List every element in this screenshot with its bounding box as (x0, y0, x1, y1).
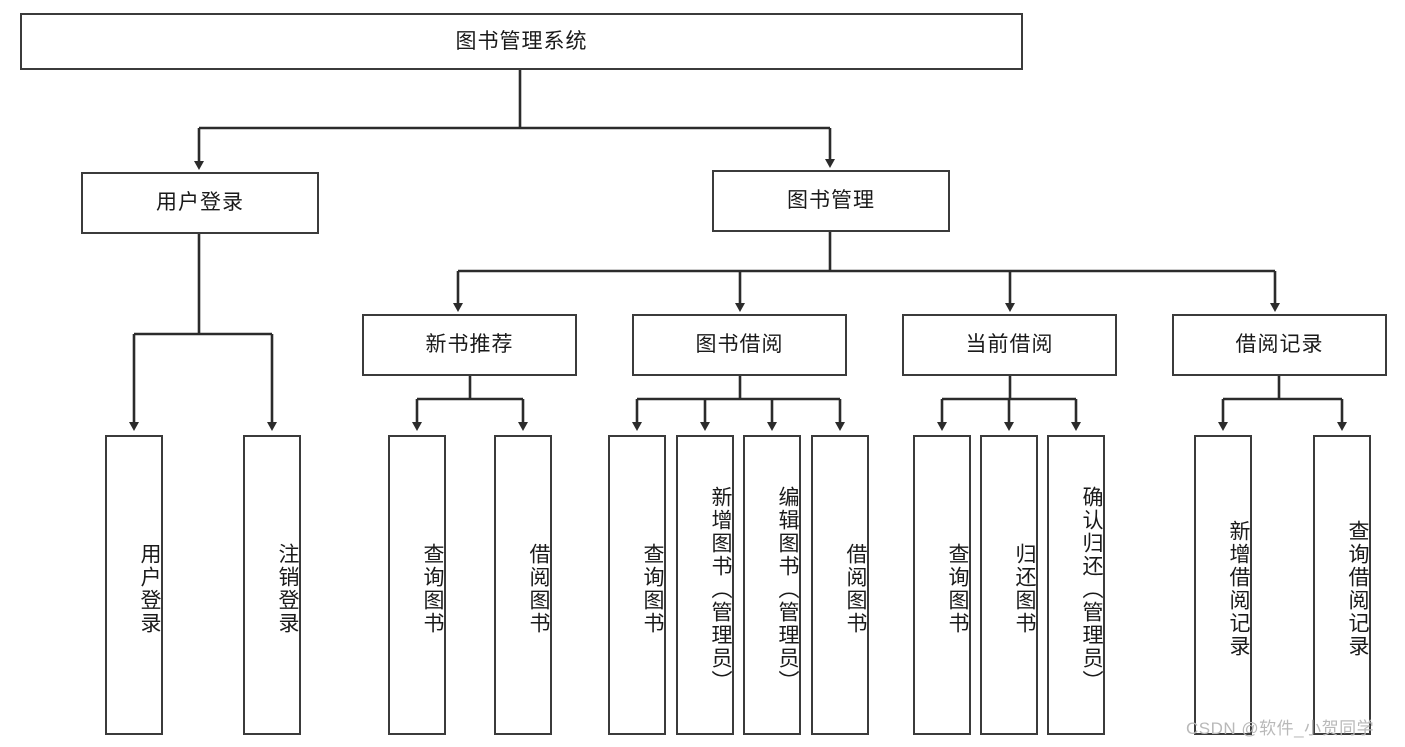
csdn-watermark: CSDN @软件_小贺同学 (1186, 719, 1375, 738)
leaf-user-logout-label: 注销登录 (276, 543, 299, 635)
node-user-login-label: 用户登录 (156, 191, 244, 215)
leaf-user-logout[interactable]: 注销登录 (243, 435, 301, 735)
leaf-record-add-record[interactable]: 新增借阅记录 (1194, 435, 1252, 735)
node-borrow-record-label: 借阅记录 (1235, 333, 1324, 357)
node-book-borrow[interactable]: 图书借阅 (632, 314, 847, 376)
leaf-user-login-label: 用户登录 (138, 543, 161, 635)
node-book-borrow-label: 图书借阅 (695, 333, 784, 357)
leaf-record-add-record-label: 新增借阅记录 (1227, 520, 1250, 658)
leaf-borrow-edit-book[interactable]: 编辑图书（管理员） (743, 435, 801, 735)
leaf-borrow-query-book[interactable]: 查询图书 (608, 435, 666, 735)
leaf-record-query-record-label: 查询借阅记录 (1346, 520, 1369, 658)
leaf-current-return-book[interactable]: 归还图书 (980, 435, 1038, 735)
node-user-login[interactable]: 用户登录 (81, 172, 319, 234)
leaf-newbook-borrow-book-label: 借阅图书 (527, 543, 550, 635)
leaf-borrow-query-book-label: 查询图书 (641, 543, 664, 635)
leaf-newbook-query-book-label: 查询图书 (421, 543, 444, 635)
leaf-borrow-borrow-book[interactable]: 借阅图书 (811, 435, 869, 735)
leaf-borrow-edit-book-label: 编辑图书（管理员） (776, 485, 799, 693)
node-current-borrow[interactable]: 当前借阅 (902, 314, 1117, 376)
node-new-book-recommend[interactable]: 新书推荐 (362, 314, 577, 376)
leaf-newbook-borrow-book[interactable]: 借阅图书 (494, 435, 552, 735)
node-book-management[interactable]: 图书管理 (712, 170, 950, 232)
leaf-current-return-book-label: 归还图书 (1013, 543, 1036, 635)
leaf-user-login[interactable]: 用户登录 (105, 435, 163, 735)
leaf-current-query-book[interactable]: 查询图书 (913, 435, 971, 735)
leaf-record-query-record[interactable]: 查询借阅记录 (1313, 435, 1371, 735)
leaf-borrow-add-book[interactable]: 新增图书（管理员） (676, 435, 734, 735)
node-root[interactable]: 图书管理系统 (20, 13, 1023, 70)
leaf-current-confirm-return[interactable]: 确认归还（管理员） (1047, 435, 1105, 735)
leaf-current-confirm-return-label: 确认归还（管理员） (1080, 485, 1103, 693)
leaf-newbook-query-book[interactable]: 查询图书 (388, 435, 446, 735)
leaf-borrow-borrow-book-label: 借阅图书 (844, 543, 867, 635)
node-borrow-record[interactable]: 借阅记录 (1172, 314, 1387, 376)
node-book-management-label: 图书管理 (787, 189, 875, 213)
node-current-borrow-label: 当前借阅 (965, 333, 1054, 357)
leaf-borrow-add-book-label: 新增图书（管理员） (709, 485, 732, 693)
leaf-current-query-book-label: 查询图书 (946, 543, 969, 635)
node-new-book-recommend-label: 新书推荐 (425, 333, 514, 357)
node-root-label: 图书管理系统 (455, 29, 588, 53)
